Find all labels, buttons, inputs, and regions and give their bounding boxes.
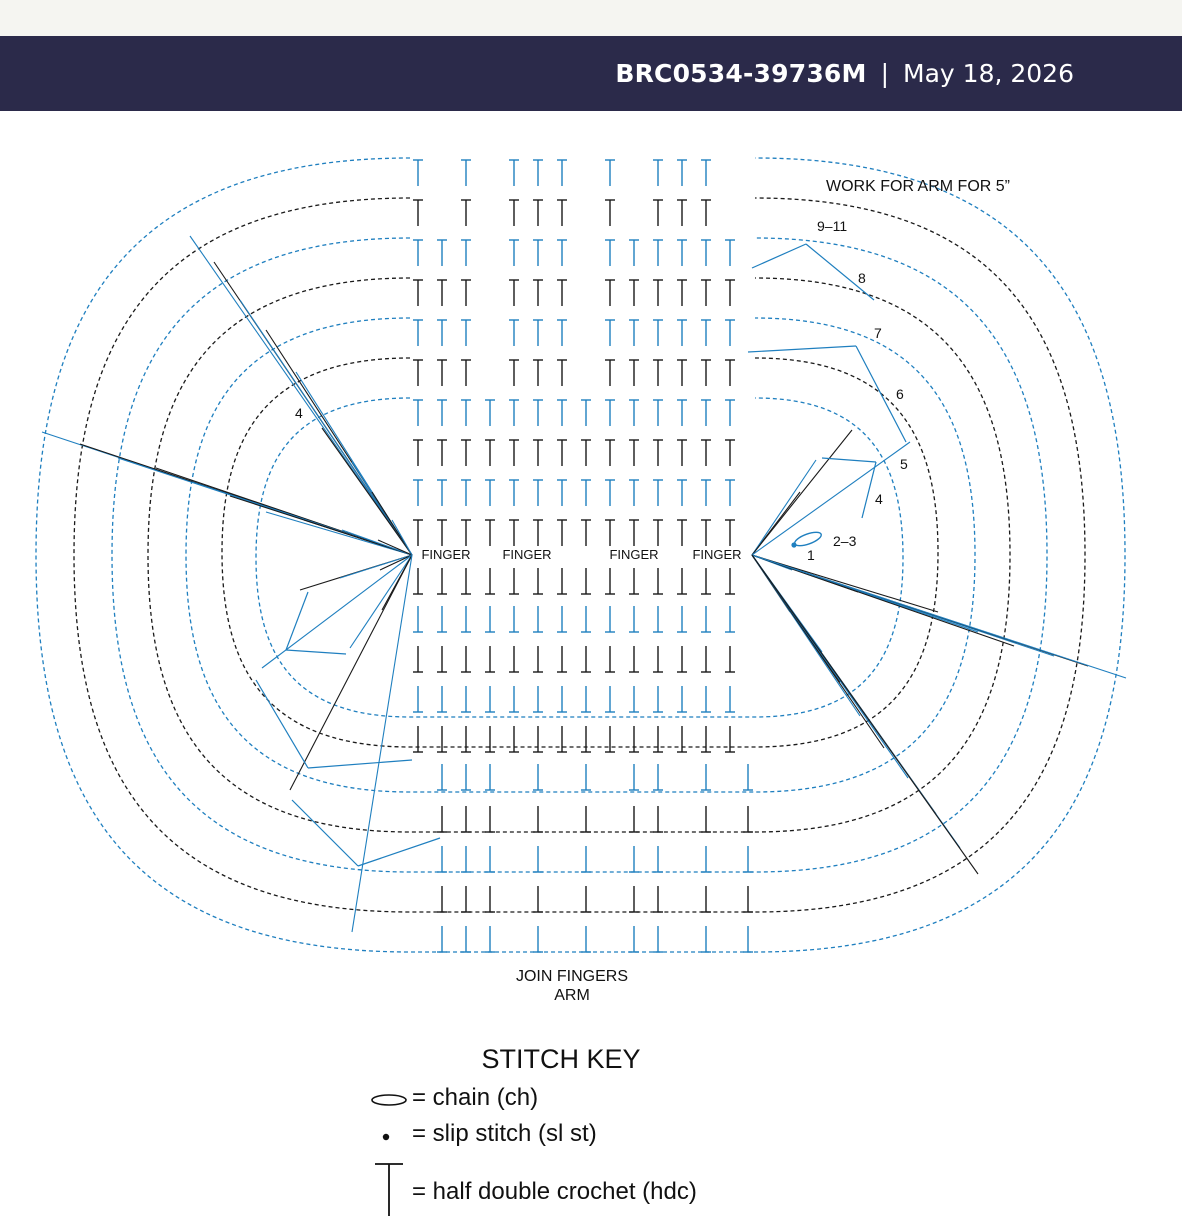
left-spoke-9 xyxy=(377,539,413,556)
key-slip-text: = slip stitch (sl st) xyxy=(412,1120,597,1147)
key-chain-text: = chain (ch) xyxy=(412,1084,539,1111)
stitch-key-title: STITCH KEY xyxy=(481,1044,641,1074)
round-label-2-3: 2–3 xyxy=(833,533,857,549)
arm-note: WORK FOR ARM FOR 5” xyxy=(826,178,1010,195)
slip-stitch-dot-icon xyxy=(380,1130,392,1148)
guide-line-10 xyxy=(291,799,359,867)
round-label-4-right: 4 xyxy=(875,491,883,507)
guide-line-1 xyxy=(805,243,875,301)
round-ring-6 xyxy=(73,197,1086,913)
header-date: May 18, 2026 xyxy=(903,59,1074,88)
hdc-t-icon xyxy=(372,1160,406,1223)
round-label-8: 8 xyxy=(858,270,866,286)
left-spoke-24 xyxy=(261,554,413,669)
right-spoke-12 xyxy=(751,441,911,556)
left-spoke-26 xyxy=(351,554,413,933)
round-ring-7 xyxy=(35,157,1126,953)
finger-label-1: FINGER xyxy=(421,547,470,562)
guide-line-0 xyxy=(751,243,807,269)
left-spoke-7 xyxy=(303,519,413,556)
round-label-5: 5 xyxy=(900,456,908,472)
guide-line-7 xyxy=(285,649,347,655)
left-spoke-8 xyxy=(341,529,413,556)
round-ring-3 xyxy=(185,317,976,793)
pattern-code: BRC0534-39736M xyxy=(615,59,867,88)
left-spoke-6 xyxy=(265,511,413,556)
right-spoke-3 xyxy=(751,554,939,613)
guide-line-11 xyxy=(357,837,441,867)
round-label-1: 1 xyxy=(807,547,815,563)
left-spoke-10 xyxy=(189,235,413,556)
crochet-chart: FINGER FINGER FINGER FINGER WORK FOR ARM… xyxy=(35,157,1127,1004)
left-spoke-18 xyxy=(391,519,413,556)
header-bar: BRC0534-39736M | May 18, 2026 xyxy=(0,36,1182,111)
left-spoke-20 xyxy=(339,554,413,579)
stitch-marks xyxy=(413,159,753,953)
arm-label: ARM xyxy=(554,987,590,1004)
guide-line-9 xyxy=(307,759,413,769)
left-spoke-17 xyxy=(371,491,413,556)
round-ring-2 xyxy=(221,357,939,748)
right-spoke-10 xyxy=(751,459,817,556)
round-label-9-11: 9–11 xyxy=(817,218,847,234)
guide-line-6 xyxy=(285,591,309,651)
round-label-6: 6 xyxy=(896,386,904,402)
increase-spokes xyxy=(41,235,1127,933)
chain-oval-icon xyxy=(370,1093,408,1112)
top-strip xyxy=(0,0,1182,36)
left-spoke-25 xyxy=(289,554,413,791)
guide-line-3 xyxy=(855,345,907,443)
finger-label-3: FINGER xyxy=(609,547,658,562)
guide-line-4 xyxy=(821,457,877,463)
header-separator: | xyxy=(880,59,890,88)
guide-line-8 xyxy=(255,679,309,769)
left-spoke-22 xyxy=(349,554,413,649)
key-hdc-text: = half double crochet (hdc) xyxy=(412,1178,697,1205)
round-rings xyxy=(35,157,1126,953)
right-spoke-11 xyxy=(751,429,853,556)
right-spoke-8 xyxy=(751,554,1127,679)
left-spoke-21 xyxy=(379,554,413,571)
guide-line-2 xyxy=(747,345,857,353)
round-ring-1 xyxy=(255,397,904,718)
left-spoke-15 xyxy=(321,427,413,556)
start-slip-dot xyxy=(791,542,797,548)
finger-label-4: FINGER xyxy=(692,547,741,562)
left-spoke-12 xyxy=(239,299,413,556)
round-label-4-left: 4 xyxy=(295,405,303,421)
round-label-7: 7 xyxy=(874,325,882,341)
start-chain-oval xyxy=(794,531,822,547)
finger-label-2: FINGER xyxy=(502,547,551,562)
right-spoke-21 xyxy=(751,554,979,875)
join-fingers-label: JOIN FINGERS xyxy=(516,968,628,985)
guide-line-5 xyxy=(861,461,877,519)
